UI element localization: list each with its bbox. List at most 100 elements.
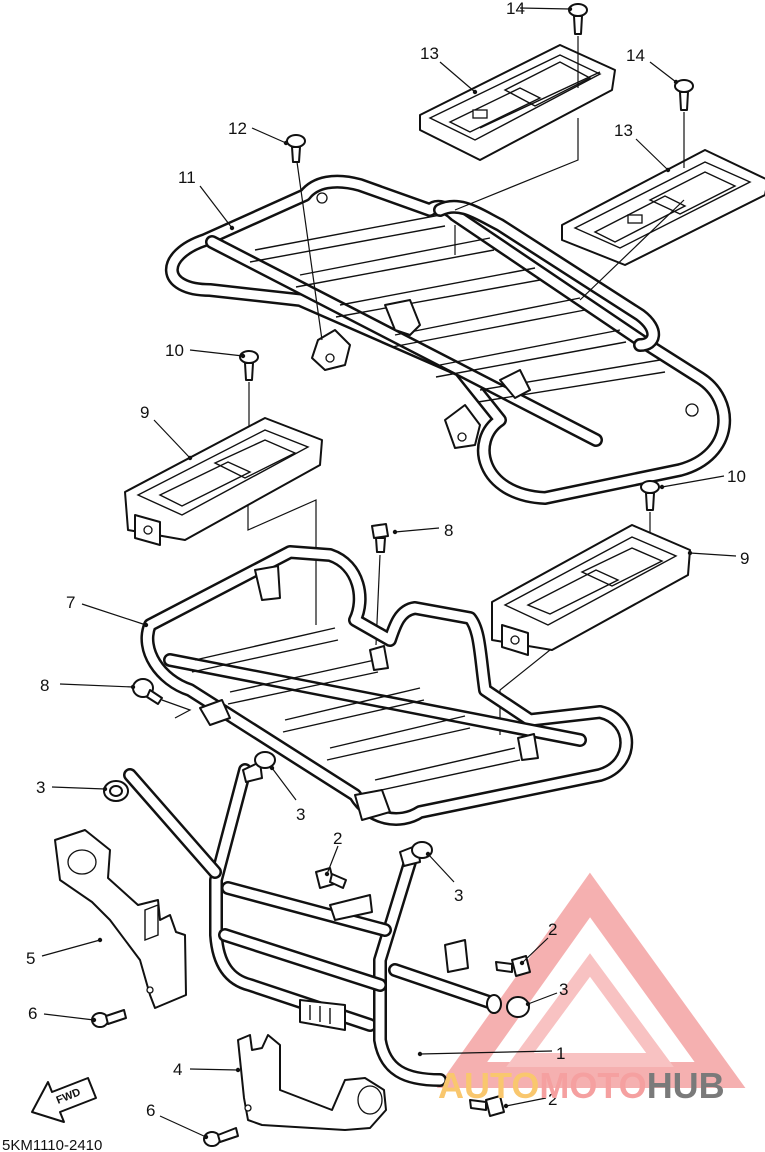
callout-c13b: 13 [614,121,671,173]
callout-c5: 5 [26,937,103,968]
callout-c4: 4 [173,1060,241,1079]
callout-c1: 1 [417,1044,565,1063]
callout-number: 10 [165,341,184,360]
callout-number: 1 [556,1044,565,1063]
rear-carrier-frame [164,174,732,505]
bracket-5 [54,829,187,1009]
callout-leader-dot [91,1017,97,1023]
callout-leader-line [419,1050,553,1055]
watermark-text-auto: AUTO [438,1065,539,1106]
callout-c10b: 10 [659,467,746,490]
callout-c14b: 14 [626,46,679,85]
watermark-logo: AUTOMOTOHUB [438,1065,725,1106]
grommet-3d [506,996,530,1018]
callout-c6b: 6 [146,1101,209,1140]
cover-13-upper [419,44,616,161]
callout-leader-line [689,552,737,557]
callout-leader-line [51,786,106,790]
svg-text:AUTOMOTOHUB: AUTOMOTOHUB [438,1065,725,1106]
callout-c12: 12 [228,119,289,146]
watermark-text-moto: MOTO [539,1065,646,1106]
callout-leader-line [43,1013,95,1021]
callout-c2a: 2 [324,829,342,877]
callout-number: 6 [146,1101,155,1120]
bolt-8-upper [371,523,389,646]
callout-leader-dot [525,1001,531,1007]
callout-leader-dot [269,765,275,771]
callout-leader-dot [687,550,693,556]
bolt-8-left [132,678,192,719]
callout-leader-dot [187,455,193,461]
callout-leader-dot [665,167,671,173]
callout-number: 10 [727,467,746,486]
callout-number: 6 [28,1004,37,1023]
callout-leader-line [271,767,297,801]
callout-number: 9 [140,403,149,422]
callout-leader-line [439,61,476,93]
callout-leader-dot [567,6,573,12]
callout-leader-line [527,992,558,1005]
callout-leader-dot [673,79,679,85]
callout-leader-dot [102,786,108,792]
callout-number: 3 [454,886,463,905]
front-bumper-guard [123,761,502,1087]
callout-leader-dot [240,353,246,359]
callout-number: 14 [506,0,525,18]
callout-c2b: 2 [519,920,557,966]
callout-number: 11 [178,168,196,187]
callout-c10a: 10 [165,341,246,360]
callout-leader-dot [324,871,330,877]
watermark-text-hub: HUB [647,1065,725,1106]
screw-10-left [239,350,259,432]
watermark-triangle-icon [436,872,746,1088]
callout-number: 3 [559,980,568,999]
callout-leader-line [199,185,233,229]
callout-leader-dot [417,1051,423,1057]
callout-leader-dot [519,960,525,966]
screw-12 [286,134,323,341]
callout-leader-line [635,138,669,171]
callout-leader-dot [659,484,665,490]
callout-leader-line [41,939,101,957]
callout-c3b: 3 [269,765,305,824]
callout-number: 2 [548,920,557,939]
callout-c7: 7 [66,593,149,628]
callout-number: 12 [228,119,247,138]
callout-leader-line [189,1068,239,1071]
callout-number: 3 [296,805,305,824]
bolt-2a [315,867,347,889]
callout-c9b: 9 [687,549,749,568]
callout-leader-line [521,937,549,964]
screw-14-top [568,3,588,88]
cover-9-left [124,417,323,546]
callout-leader-line [153,419,191,459]
callout-leader-dot [235,1067,241,1073]
grommet-3a [103,780,129,802]
callout-c11: 11 [178,168,235,231]
callout-leader-line [519,7,571,10]
screw-6a [91,1009,127,1028]
callout-leader-dot [472,89,478,95]
grommet-3b [254,751,276,769]
callout-leader-dot [130,684,136,690]
callout-number: 3 [36,778,45,797]
callout-leader-line [251,127,287,144]
callout-leader-line [189,349,244,357]
callout-number: 14 [626,46,645,65]
callout-number: 8 [444,521,453,540]
callout-c8a: 8 [392,521,453,540]
callout-c6a: 6 [28,1004,97,1023]
callout-leader-line [427,853,455,883]
callout-number: 7 [66,593,75,612]
front-carrier-frame [140,545,634,826]
callout-leader-line [394,527,440,533]
callout-c8b: 8 [40,676,136,695]
callout-leader-line [326,845,339,875]
callout-leader-dot [143,622,149,628]
callout-leader-dot [392,529,398,535]
drawing-code: 5KM1110-2410 [2,1137,102,1152]
callout-leader-dot [425,851,431,857]
callout-number: 13 [614,121,633,140]
